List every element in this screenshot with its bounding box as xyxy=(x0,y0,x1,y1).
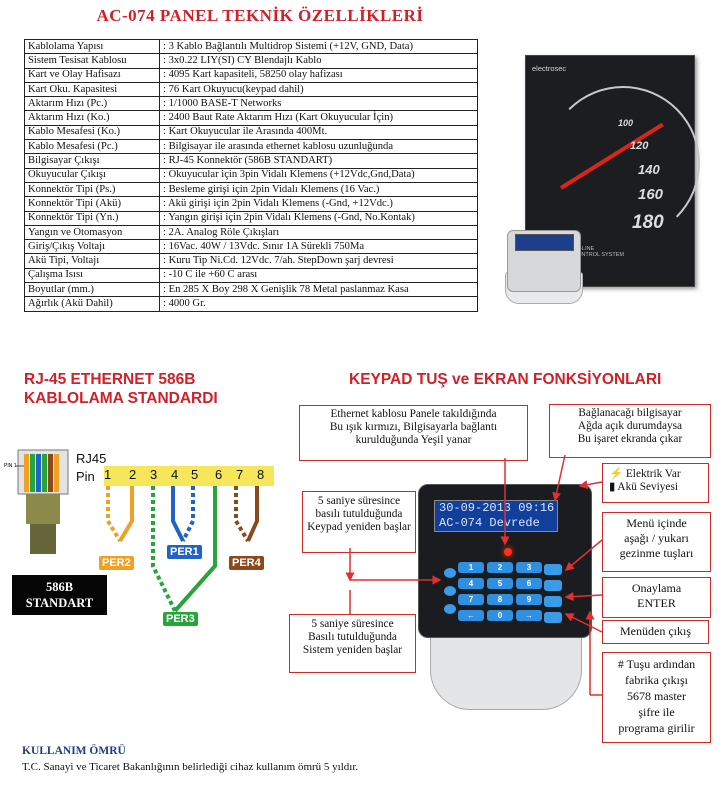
pin-number: 3 xyxy=(150,467,158,482)
speed-dial xyxy=(546,86,700,240)
pin-number: 8 xyxy=(257,467,265,482)
pair-per1: PER1 xyxy=(167,545,202,559)
key-9[interactable]: ← xyxy=(458,610,484,621)
key-10[interactable]: 0 xyxy=(487,610,513,621)
mini-keypad-image xyxy=(505,222,583,304)
page-title: AC-074 PANEL TEKNİK ÖZELLİKLERİ xyxy=(96,6,424,25)
note-power: ⚡ Elektrik Var ▮ Akü Seviyesi xyxy=(602,463,709,503)
dial-number: 120 xyxy=(630,140,649,152)
footer-text: T.C. Sanayi ve Ticaret Bakanlığının beli… xyxy=(22,761,359,773)
spec-value: : Besleme girişi için 2pin Vidalı Klemen… xyxy=(159,181,478,198)
spec-row: Kart ve Olay Hafisazı: 4095 Kart kapasit… xyxy=(24,67,478,83)
key-5[interactable]: 6 xyxy=(516,578,542,589)
pin-number: 4 xyxy=(171,467,179,482)
spec-row: Kablo Mesafesi (Pc.): Bilgisayar ile ara… xyxy=(24,139,478,155)
spec-row: Giriş/Çıkış Voltajı: 16Vac. 40W / 13Vdc.… xyxy=(24,239,478,255)
side-key[interactable] xyxy=(444,604,456,614)
key-7[interactable]: 8 xyxy=(487,594,513,605)
pin-number: 7 xyxy=(236,467,244,482)
spec-value: : Okuyucular için 3pin Vidalı Klemens (+… xyxy=(159,167,478,183)
dial-number: 160 xyxy=(638,186,664,203)
keypad-heading: KEYPAD TUŞ ve EKRAN FONKSİYONLARI xyxy=(349,371,662,388)
pair-per4: PER4 xyxy=(229,556,264,570)
rj45-label: RJ45 xyxy=(76,451,107,466)
pin-word: Pin xyxy=(76,469,95,484)
down-key[interactable] xyxy=(544,580,562,591)
spec-value: : Kart Okuyucular ile Arasında 400Mt. xyxy=(159,124,478,141)
spec-row: Akü Tipi, Voltajı: Kuru Tip Ni.Cd. 12Vdc… xyxy=(24,253,478,269)
spec-key: Konnektör Tipi (Yn.) xyxy=(24,210,160,226)
ethernet-led xyxy=(504,548,512,556)
side-key[interactable] xyxy=(444,586,456,596)
spec-row: Kablo Mesafesi (Ko.): Kart Okuyucular il… xyxy=(24,124,478,141)
spec-row: Kablolama Yapısı: 3 Kablo Bağlantılı Mul… xyxy=(24,38,478,55)
rj45-diagram: PIN 1 xyxy=(4,449,69,554)
enter-key[interactable] xyxy=(544,596,562,607)
key-1[interactable]: 2 xyxy=(487,562,513,573)
spec-value: : Yangın girişi için 2pin Vidalı Klemens… xyxy=(159,210,478,226)
key-6[interactable]: 7 xyxy=(458,594,484,605)
spec-row: Konnektör Tipi (Yn.): Yangın girişi için… xyxy=(24,210,478,226)
battery-icon: ▮ xyxy=(609,481,616,493)
note-exit: Menüden çıkış xyxy=(602,620,709,644)
rj45-wires-icon xyxy=(24,454,59,492)
svg-text:PIN 1: PIN 1 xyxy=(4,463,17,469)
mini-lcd xyxy=(515,234,574,251)
key-0[interactable]: 1 xyxy=(458,562,484,573)
pin-row xyxy=(104,466,274,486)
key-11[interactable]: → xyxy=(516,610,542,621)
spec-value: : 16Vac. 40W / 13Vdc. Sınır 1A Sürekli 7… xyxy=(159,239,478,255)
spec-value: : RJ-45 Konnektör (586B STANDART) xyxy=(159,153,478,169)
dial-number: 100 xyxy=(618,118,634,128)
pin-number: 1 xyxy=(104,467,112,482)
spec-value: : Akü girişi için 2pin Vidalı Klemens (-… xyxy=(159,196,478,212)
pin-number: 5 xyxy=(191,467,199,482)
spec-value: : Bilgisayar ile arasında ethernet kablo… xyxy=(159,139,478,155)
spec-key: Okuyucular Çıkışı xyxy=(24,167,160,183)
spec-row: Ağırlık (Akü Dahil): 4000 Gr. xyxy=(24,296,478,312)
key-3[interactable]: 4 xyxy=(458,578,484,589)
pair-wires xyxy=(106,486,259,613)
up-key[interactable] xyxy=(544,564,562,575)
exit-key[interactable] xyxy=(544,612,562,623)
spec-row: Kart Oku. Kapasitesi: 76 Kart Okuyucu(ke… xyxy=(24,81,478,98)
spec-row: Bilgisayar Çıkışı: RJ-45 Konnektör (586B… xyxy=(24,153,478,169)
spec-row: Yangın ve Otomasyon: 2A. Analog Röle Çık… xyxy=(24,224,478,241)
pin-number: 2 xyxy=(129,467,137,482)
side-key[interactable] xyxy=(444,568,456,578)
dial-number: 140 xyxy=(638,162,660,177)
key-8[interactable]: 9 xyxy=(516,594,542,605)
dial-number: 180 xyxy=(632,212,664,233)
spec-key: Ağırlık (Akü Dahil) xyxy=(24,296,160,312)
spec-key: Kablo Mesafesi (Pc.) xyxy=(24,139,160,155)
key-4[interactable]: 5 xyxy=(487,578,513,589)
panel-brand: electrosec xyxy=(532,64,567,73)
bolt-icon: ⚡ xyxy=(609,468,624,480)
spec-value: : 4000 Gr. xyxy=(159,296,478,312)
spec-row: Konnektör Tipi (Ps.): Besleme girişi içi… xyxy=(24,181,478,198)
key-2[interactable]: 3 xyxy=(516,562,542,573)
pin-number: 6 xyxy=(215,467,223,482)
spec-table: Kablolama Yapısı: 3 Kablo Bağlantılı Mul… xyxy=(24,38,478,312)
footer-heading: KULLANIM ÖMRÜ xyxy=(22,745,126,757)
spec-value: : 2A. Analog Röle Çıkışları xyxy=(159,224,478,241)
spec-row: Konnektör Tipi (Akü): Akü girişi için 2p… xyxy=(24,196,478,212)
pair-per3: PER3 xyxy=(163,612,198,626)
spec-row: Okuyucular Çıkışı: Okuyucular için 3pin … xyxy=(24,167,478,183)
pair-per2: PER2 xyxy=(99,556,134,570)
